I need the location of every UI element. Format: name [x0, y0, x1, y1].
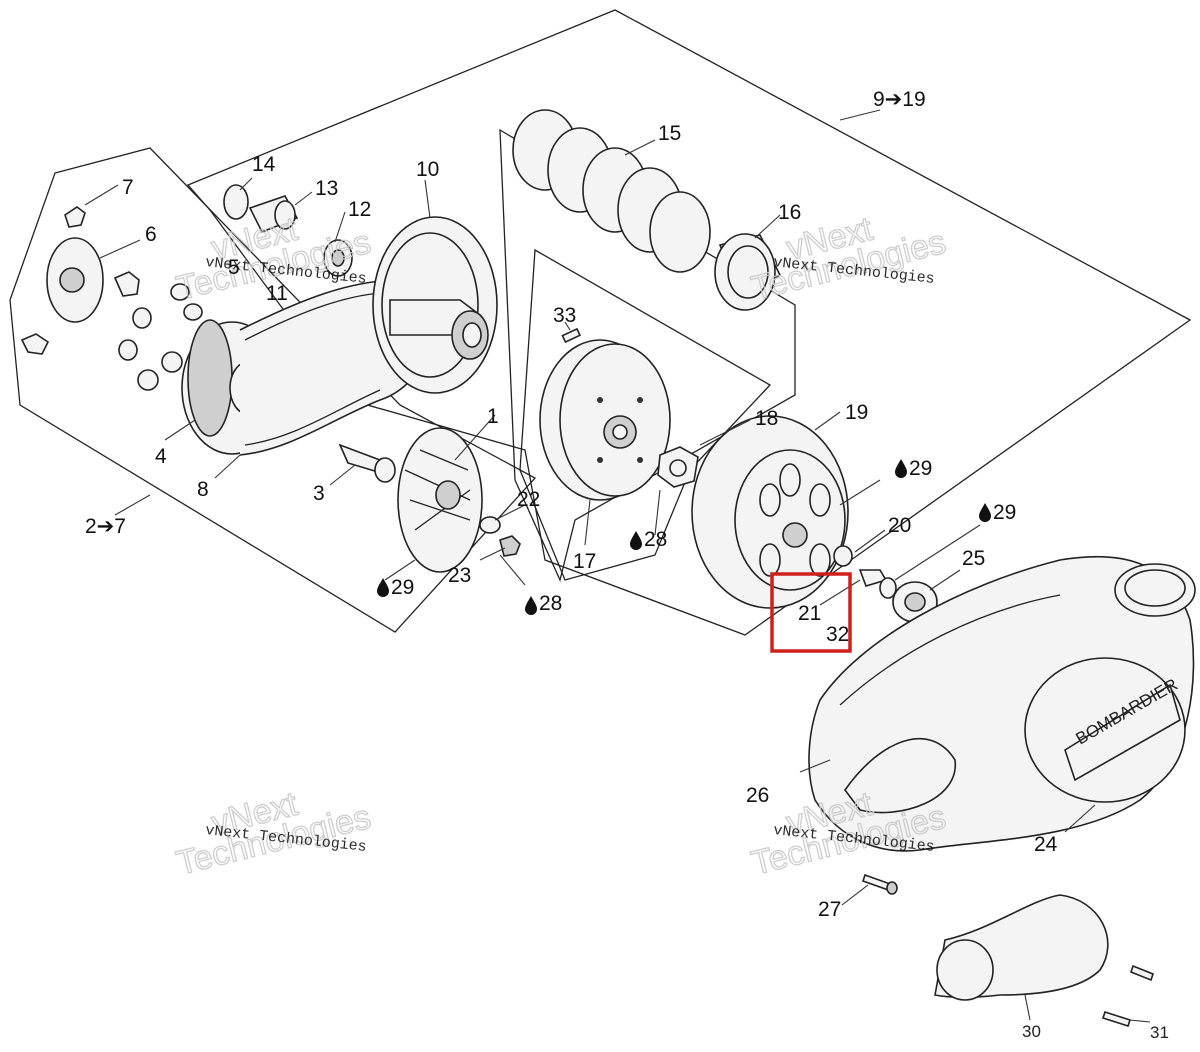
circlip-14 — [223, 184, 249, 220]
crankcase-cover-24: BOMBARDIER — [808, 555, 1196, 852]
ramp-plate-hub — [59, 267, 85, 293]
clutch-drum-19 — [691, 415, 849, 609]
oil-drop-icon — [979, 503, 991, 522]
part-label-6: 6 — [145, 223, 157, 246]
part-label-17: 17 — [573, 550, 596, 573]
part-label-3: 3 — [313, 482, 325, 505]
part-label-21: 21 — [798, 602, 821, 625]
part-label-22: 22 — [517, 488, 540, 511]
roller-part — [118, 339, 138, 361]
part-label-4: 4 — [155, 445, 167, 468]
roller-part — [161, 351, 183, 373]
slider-part-7 — [64, 206, 86, 228]
screw-27 — [861, 873, 898, 895]
part-label-29: 29 — [993, 501, 1016, 524]
driven-pulley-10 — [372, 216, 498, 394]
part-label-33: 33 — [553, 304, 576, 327]
part-label-25: 25 — [962, 547, 985, 570]
slider-parts — [20, 206, 203, 391]
part-label-28: 28 — [644, 528, 667, 551]
nut-18-hole — [669, 459, 687, 477]
part-label-20: 20 — [888, 514, 911, 537]
part-label-5: 5 — [228, 256, 240, 279]
oil-drop-icon — [525, 596, 537, 615]
part-label-27: 27 — [818, 898, 841, 921]
highlight-box — [770, 572, 852, 653]
nut-23 — [499, 535, 521, 557]
part-label-28: 28 — [539, 592, 562, 615]
part-label-18: 18 — [755, 407, 778, 430]
part-label-2-7: 2➔7 — [85, 515, 126, 538]
part-label-14: 14 — [252, 153, 276, 176]
sleeve-16 — [714, 233, 782, 311]
bushing-32 — [879, 577, 897, 599]
oil-drop-icon — [895, 459, 907, 478]
part-label-30: 30 — [1022, 1022, 1041, 1041]
bushing-13-end — [274, 200, 296, 230]
part-label-16: 16 — [778, 201, 801, 224]
spacer-3-end — [374, 457, 396, 483]
part-label-31: 31 — [1150, 1023, 1169, 1042]
part-label-29: 29 — [391, 576, 414, 599]
group-outline-9-19 — [186, 9, 1192, 636]
screw-31 — [1101, 964, 1154, 1028]
part-label-26: 26 — [746, 784, 769, 807]
shoe-spring-33 — [561, 327, 582, 344]
part-label-9-19: 9➔19 — [873, 88, 926, 111]
roller-part — [170, 283, 190, 301]
part-label-15: 15 — [658, 122, 681, 145]
oil-drop-icon — [630, 531, 642, 550]
part-label-12: 12 — [348, 198, 371, 221]
part-label-1: 1 — [487, 405, 499, 428]
roller-part — [183, 303, 203, 321]
roller-part — [132, 307, 152, 329]
part-label-11: 11 — [266, 282, 288, 305]
part-labels: 1 2➔7 3 4 5 6 7 8 9➔19 10 11 12 13 14 15… — [85, 88, 1169, 1042]
leader-lines — [84, 109, 1151, 1023]
washer-22 — [479, 516, 501, 534]
part-label-29: 29 — [909, 457, 932, 480]
fixed-half-1 — [397, 427, 483, 573]
part-label-8: 8 — [197, 478, 209, 501]
oil-drop-icon — [377, 578, 389, 597]
spring-15 — [512, 109, 711, 273]
bearing-12-inner — [331, 249, 345, 267]
air-duct-30 — [934, 894, 1109, 1001]
slider-part-5 — [113, 271, 140, 297]
group-outline-clutch — [519, 248, 772, 581]
part-label-13: 13 — [315, 177, 338, 200]
part-label-23: 23 — [448, 564, 471, 587]
part-label-32: 32 — [826, 623, 849, 646]
part-label-24: 24 — [1034, 833, 1058, 856]
part-label-7: 7 — [122, 176, 134, 199]
part-label-10: 10 — [416, 158, 439, 181]
roller-part — [137, 369, 159, 391]
group-outline-inner — [499, 128, 796, 582]
washer-20 — [833, 545, 853, 567]
part-label-19: 19 — [845, 401, 868, 424]
clutch-assembly-17 — [539, 339, 671, 501]
slider-part-7b — [20, 333, 50, 355]
